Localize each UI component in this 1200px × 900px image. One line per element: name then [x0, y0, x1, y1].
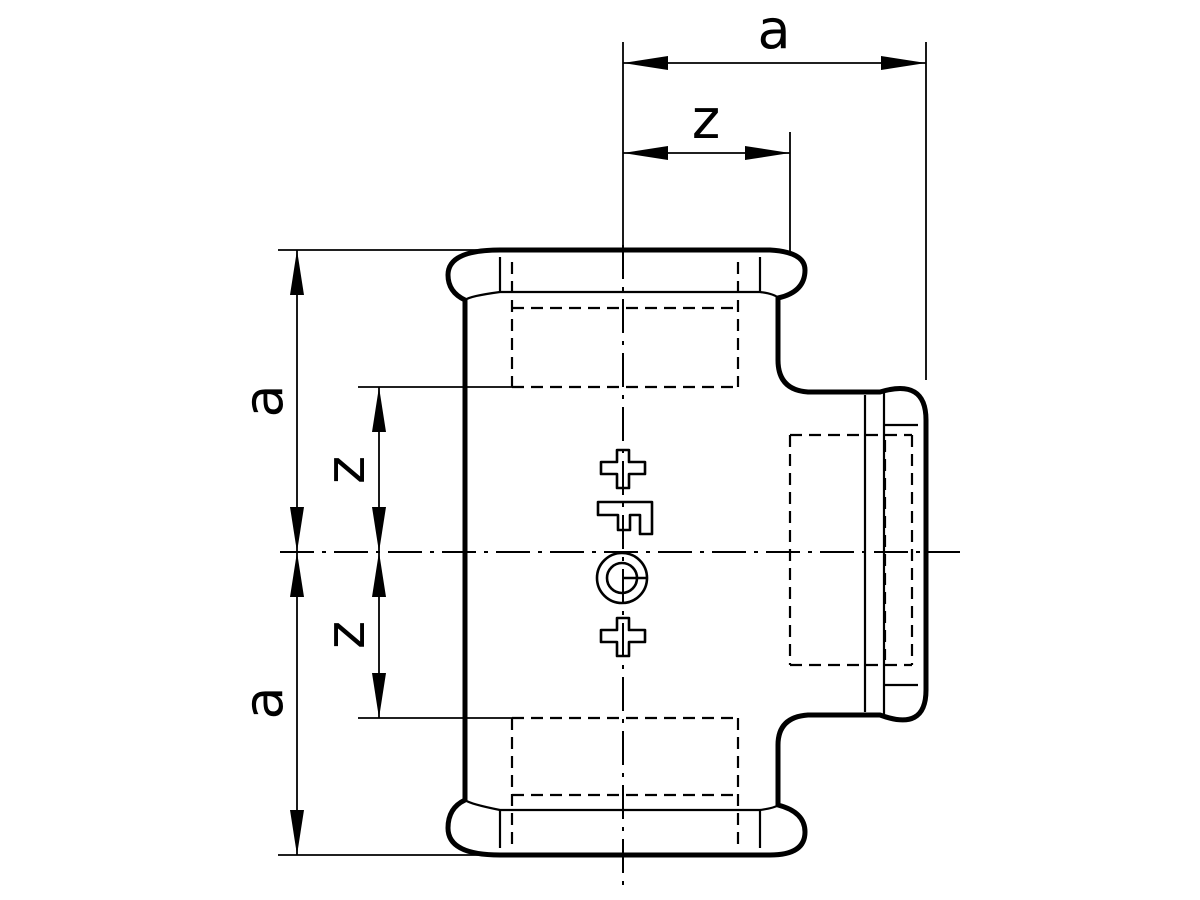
- dimension-label-left-lower-z: z: [314, 621, 377, 649]
- dimension-label-top-z: z: [692, 88, 720, 151]
- dimension-left-upper-a: a: [232, 250, 304, 552]
- dimension-top-z: z: [623, 88, 790, 160]
- gf-logo-icon: [595, 448, 654, 658]
- center-lines: [280, 245, 960, 885]
- hidden-thread-lines: [510, 262, 914, 845]
- dimension-label-left-upper-a: a: [232, 384, 295, 417]
- dimension-left-lower-a: a: [232, 552, 304, 855]
- dimension-top-a: a: [623, 0, 926, 70]
- dimension-label-top-a: a: [757, 0, 790, 61]
- tee-body-outline: [445, 247, 929, 858]
- dimension-left-upper-z: z: [314, 387, 386, 552]
- extension-lines: [278, 42, 927, 856]
- dimension-left-lower-z: z: [314, 552, 386, 718]
- dimension-label-left-upper-z: z: [314, 456, 377, 484]
- dimension-label-left-lower-a: a: [232, 686, 295, 719]
